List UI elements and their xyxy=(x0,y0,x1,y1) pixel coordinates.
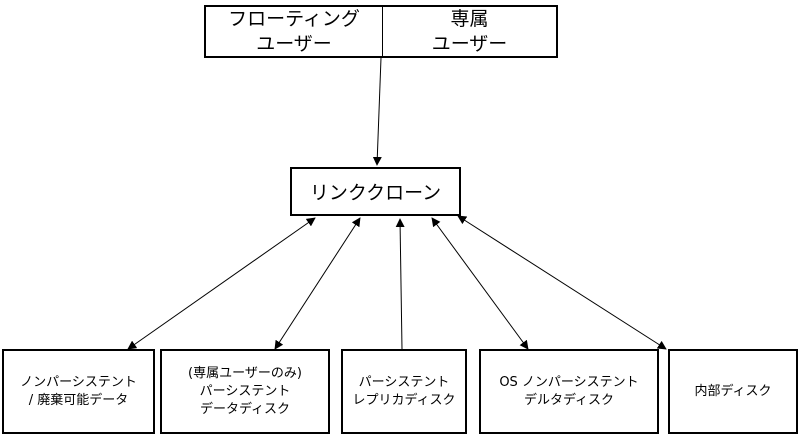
arrow-linked-clone-nonpersistent xyxy=(127,217,316,350)
os-nonpersistent-delta-disk-box: OS ノンパーシステント デルタディスク xyxy=(479,349,659,434)
nonpersistent-disposable-box: ノンパーシステント / 廃棄可能データ xyxy=(2,349,155,434)
arrow-linked-clone-internal-disk xyxy=(457,215,667,350)
arrow-linked-clone-os-delta xyxy=(431,217,529,350)
user-type-box: フローティング ユーザー 専属 ユーザー xyxy=(204,5,558,58)
arrow-replica-to-linked-clone xyxy=(395,218,405,350)
arrow-linked-clone-persistent-data xyxy=(274,217,361,350)
arrow-users-to-linked-clone xyxy=(372,57,382,166)
floating-user-label: フローティング ユーザー xyxy=(206,7,383,56)
persistent-replica-disk-box: パーシステント レプリカディスク xyxy=(341,349,467,434)
linked-clone-box: リンククローン xyxy=(290,167,461,216)
persistent-data-disk-box: (専属ユーザーのみ) パーシステント データディスク xyxy=(160,349,330,434)
internal-disk-box: 内部ディスク xyxy=(668,349,798,434)
dedicated-user-label: 専属 ユーザー xyxy=(431,7,508,55)
